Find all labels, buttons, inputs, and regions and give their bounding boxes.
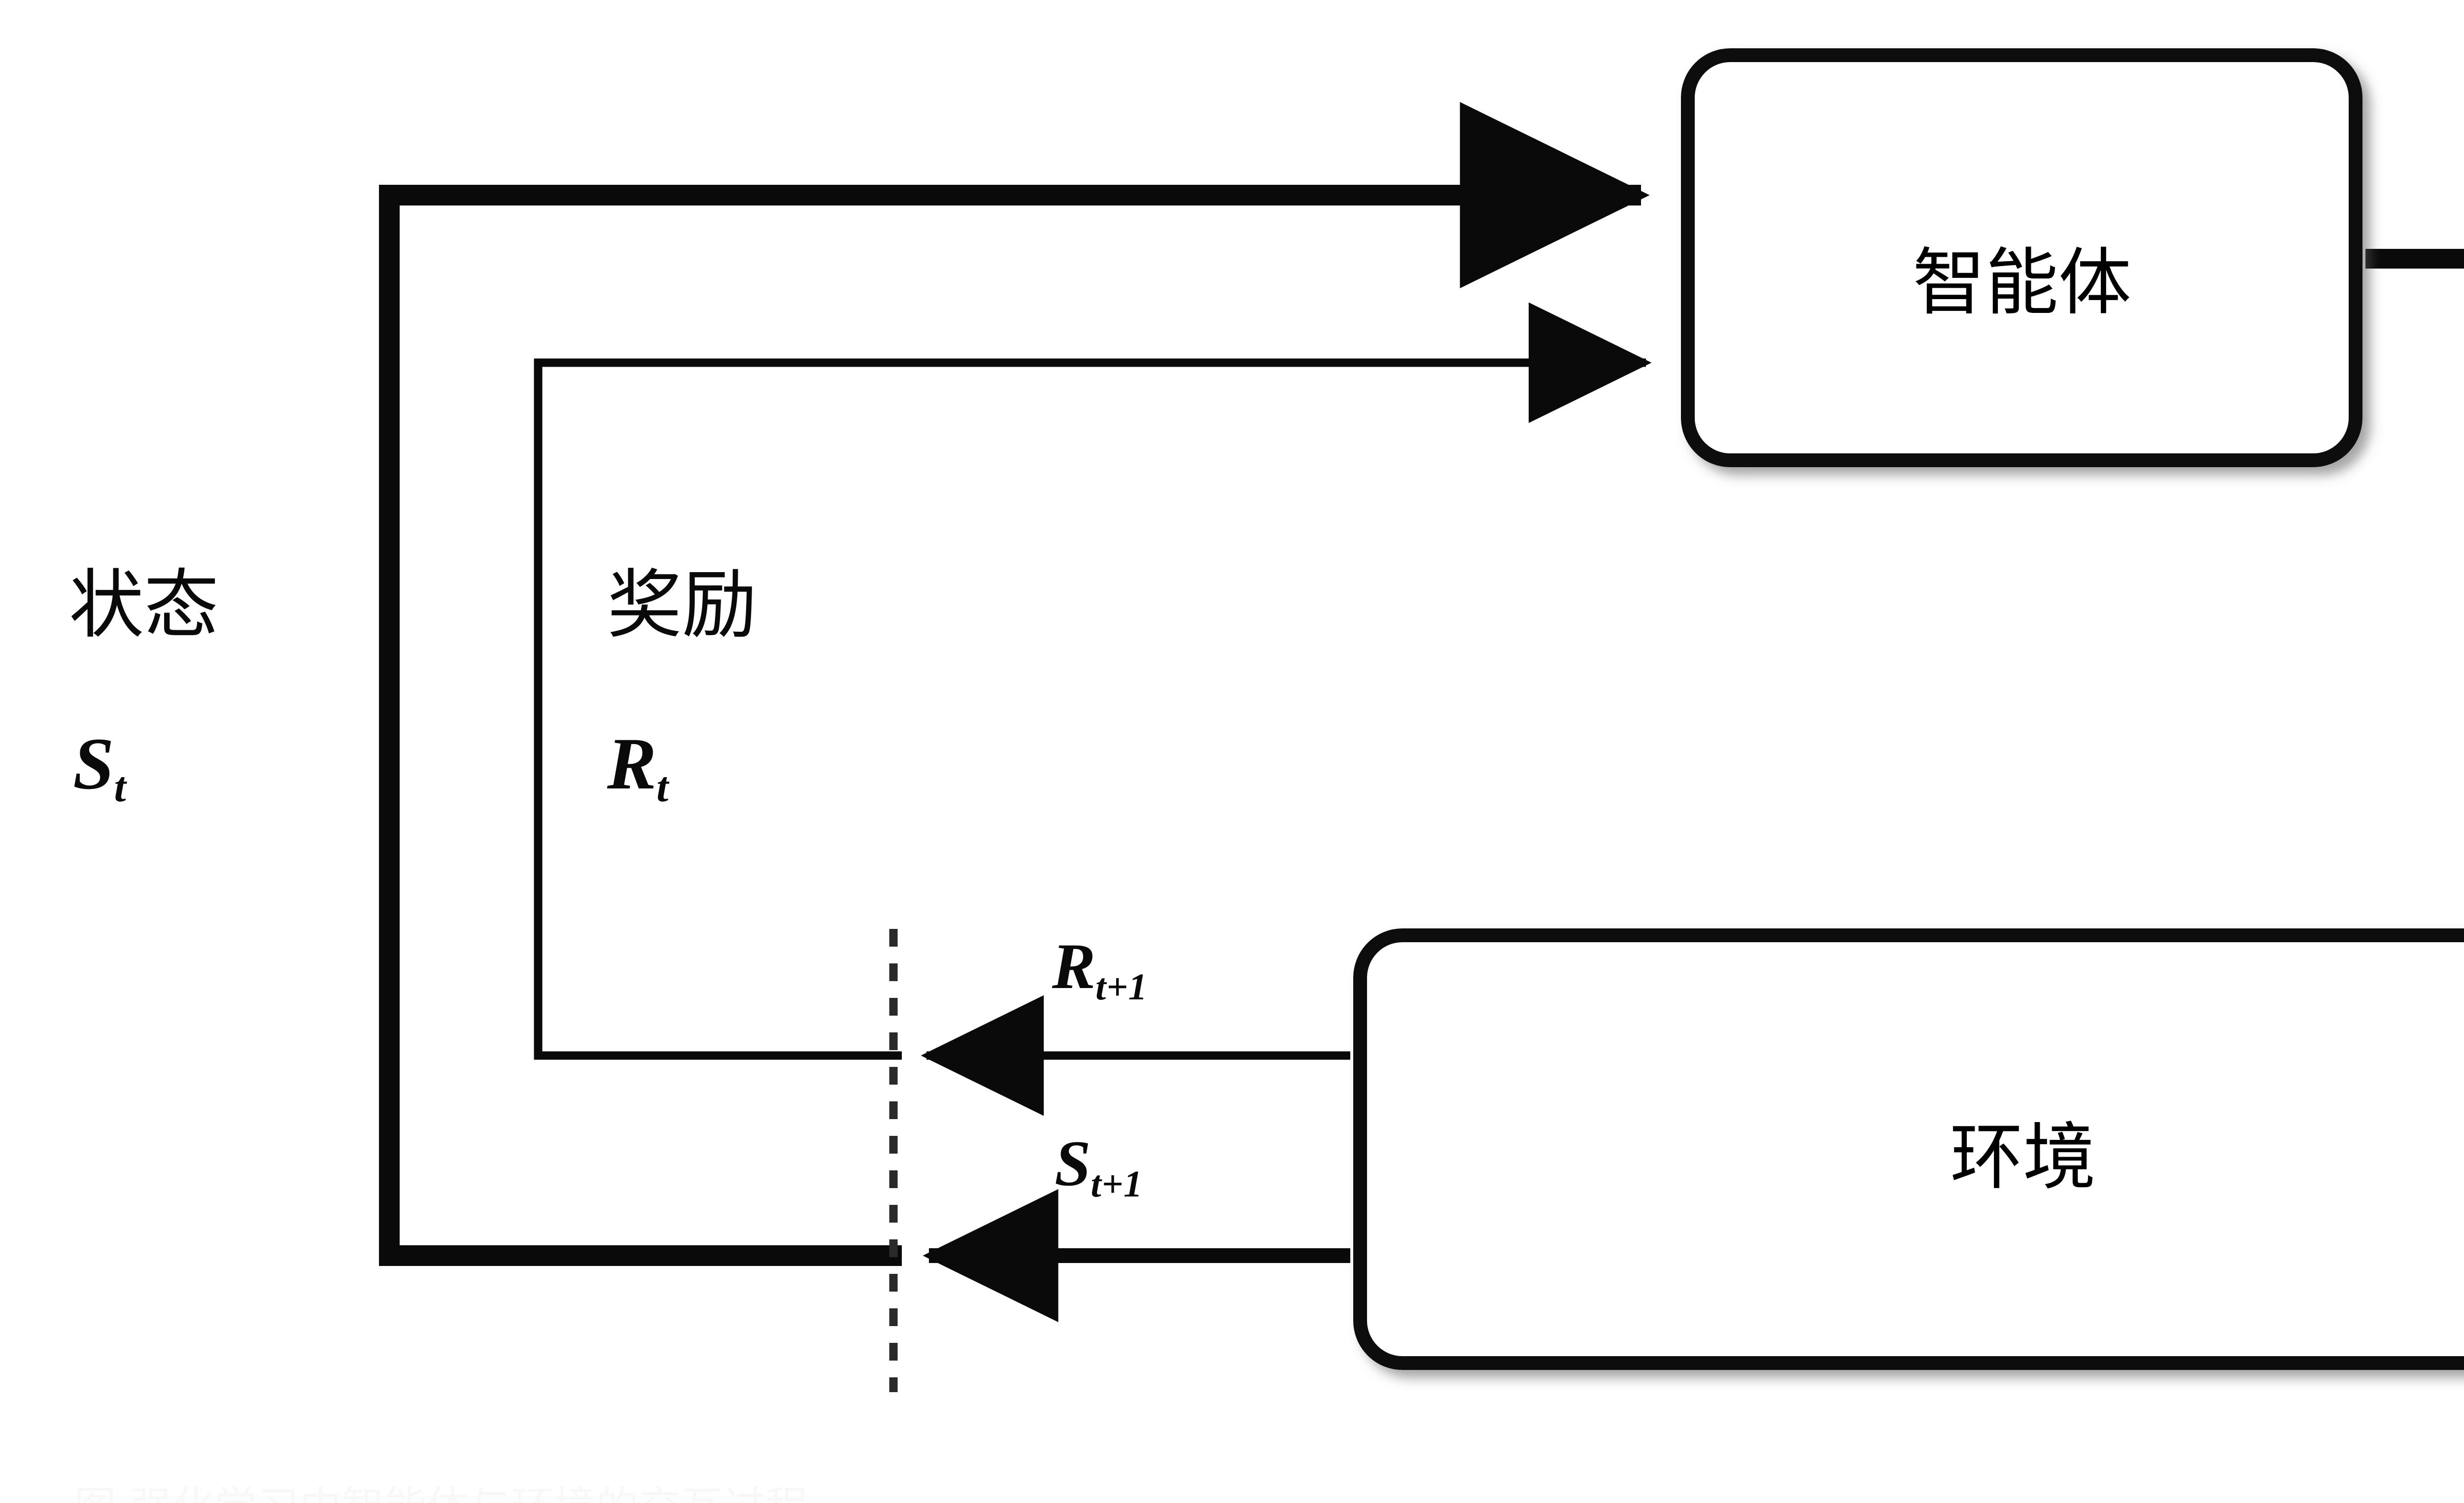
edge-state-feedback xyxy=(379,102,1650,1266)
environment-box-label: 环境 xyxy=(1950,1115,2096,1200)
figure-caption: 图 强化学习中智能体与环境的交互过程 xyxy=(74,1486,1641,1503)
state-next-symbol: St+1 xyxy=(1055,1131,1143,1203)
state-symbol: St xyxy=(73,727,126,808)
state-next-symbol-subscript: t+1 xyxy=(1091,1162,1143,1205)
reward-label-cn: 奖励 xyxy=(607,561,757,649)
reward-next-symbol: Rt+1 xyxy=(1052,934,1148,1006)
agent-box[interactable] xyxy=(1681,48,2362,467)
edge-reward-feedback xyxy=(534,302,1652,1060)
state-symbol-subscript: t xyxy=(114,763,127,811)
environment-box[interactable] xyxy=(1353,928,2464,1370)
reward-symbol: Rt xyxy=(607,727,669,808)
reward-next-symbol-base: R xyxy=(1052,930,1096,1002)
reward-symbol-subscript: t xyxy=(656,763,669,811)
agent-box-label: 智能体 xyxy=(1913,240,2131,325)
state-label-cn: 状态 xyxy=(69,561,219,649)
state-next-symbol-base: S xyxy=(1055,1127,1091,1199)
state-symbol-base: S xyxy=(73,723,114,805)
reward-symbol-base: R xyxy=(607,723,657,805)
reward-next-symbol-subscript: t+1 xyxy=(1095,965,1148,1008)
